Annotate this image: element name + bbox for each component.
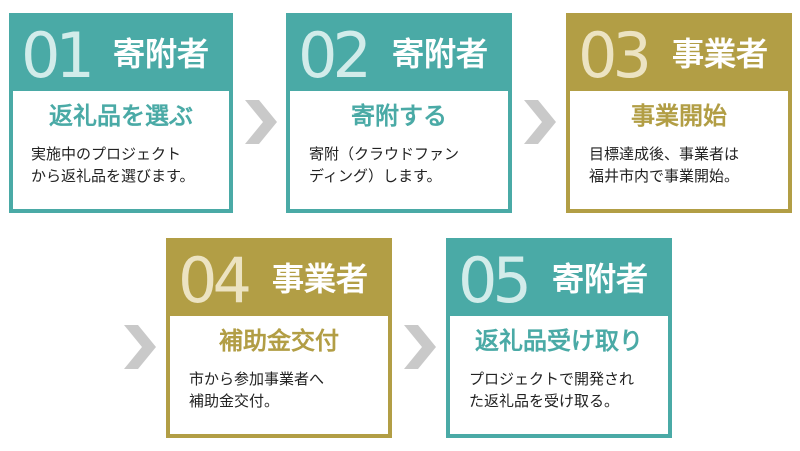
step-role: 事業者 xyxy=(271,260,368,298)
step-role: 寄附者 xyxy=(551,260,648,298)
chevron-right-icon xyxy=(524,100,556,144)
step-description-line: から返礼品を選びます。 xyxy=(31,167,195,185)
step-description-line: 補助金交付。 xyxy=(189,392,280,410)
step-body: 寄附する 寄附（クラウドファン ディング）します。 xyxy=(290,91,508,209)
step-description-line: 福井市内で事業開始。 xyxy=(589,167,740,185)
step-header: 02 寄附者 xyxy=(290,17,508,91)
step-role: 寄附者 xyxy=(112,35,209,73)
step-header: 01 寄附者 xyxy=(13,17,229,91)
step-body: 返礼品受け取り プロジェクトで開発され た返礼品を受け取る。 xyxy=(450,316,668,434)
chevron-right-icon xyxy=(245,100,277,144)
chevron-right-icon xyxy=(124,325,156,369)
step-title: 返礼品を選ぶ xyxy=(49,102,193,130)
step-header: 03 事業者 xyxy=(570,17,788,91)
step-description: 市から参加事業者へ 補助金交付。 xyxy=(189,368,369,412)
step-number: 05 xyxy=(458,244,532,317)
step-description: 目標達成後、事業者は 福井市内で事業開始。 xyxy=(589,143,769,187)
step-description-line: ディング）します。 xyxy=(309,167,442,185)
step-role: 事業者 xyxy=(671,35,768,73)
step-header: 04 事業者 xyxy=(170,242,388,316)
step-description: プロジェクトで開発され た返礼品を受け取る。 xyxy=(469,368,649,412)
step-description-line: 目標達成後、事業者は xyxy=(589,145,740,163)
step-title: 事業開始 xyxy=(631,102,727,130)
step-body: 補助金交付 市から参加事業者へ 補助金交付。 xyxy=(170,316,388,434)
step-number: 03 xyxy=(578,19,652,92)
step-description-line: た返礼品を受け取る。 xyxy=(469,392,620,410)
step-03-card: 03 事業者 事業開始 目標達成後、事業者は 福井市内で事業開始。 xyxy=(566,13,792,213)
step-body: 返礼品を選ぶ 実施中のプロジェクト から返礼品を選びます。 xyxy=(13,91,229,209)
step-title: 返礼品受け取り xyxy=(475,327,643,355)
step-description: 寄附（クラウドファン ディング）します。 xyxy=(309,143,489,187)
step-04-card: 04 事業者 補助金交付 市から参加事業者へ 補助金交付。 xyxy=(166,238,392,438)
step-description-line: プロジェクトで開発され xyxy=(469,370,635,388)
step-01-card: 01 寄附者 返礼品を選ぶ 実施中のプロジェクト から返礼品を選びます。 xyxy=(9,13,233,213)
step-number: 04 xyxy=(178,244,252,317)
step-number: 02 xyxy=(298,19,372,92)
step-05-card: 05 寄附者 返礼品受け取り プロジェクトで開発され た返礼品を受け取る。 xyxy=(446,238,672,438)
step-description-line: 寄附（クラウドファン xyxy=(309,145,460,163)
step-role: 寄附者 xyxy=(391,35,488,73)
step-description-line: 実施中のプロジェクト xyxy=(31,145,182,163)
step-header: 05 寄附者 xyxy=(450,242,668,316)
chevron-right-icon xyxy=(404,325,436,369)
step-body: 事業開始 目標達成後、事業者は 福井市内で事業開始。 xyxy=(570,91,788,209)
step-02-card: 02 寄附者 寄附する 寄附（クラウドファン ディング）します。 xyxy=(286,13,512,213)
step-description-line: 市から参加事業者へ xyxy=(189,370,325,388)
step-description: 実施中のプロジェクト から返礼品を選びます。 xyxy=(31,143,211,187)
step-number: 01 xyxy=(21,19,95,92)
step-title: 寄附する xyxy=(351,102,447,130)
step-title: 補助金交付 xyxy=(219,327,339,355)
